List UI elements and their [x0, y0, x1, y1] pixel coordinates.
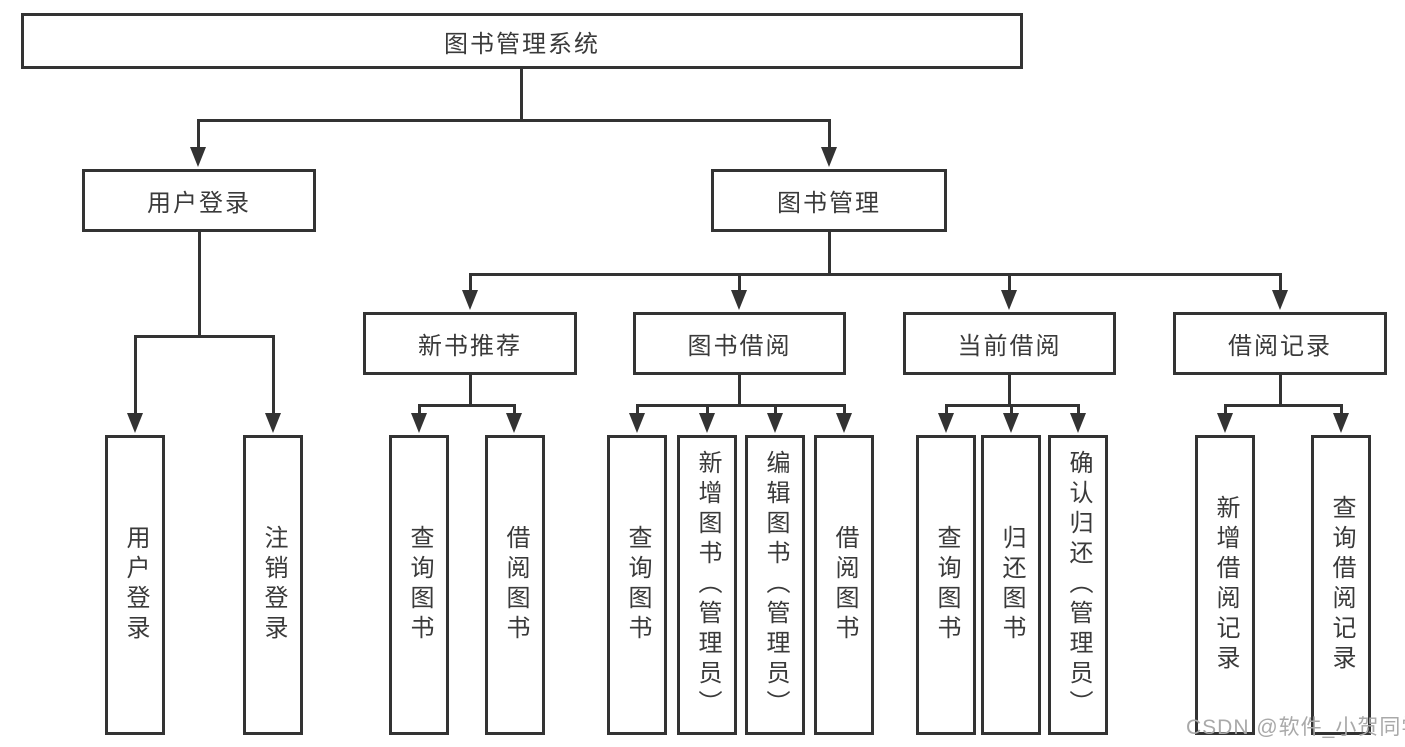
arrow-down-icon — [462, 290, 478, 310]
leaf-confirm-return-admin: 确认归还（管理员） — [1048, 435, 1108, 735]
arrow-down-icon — [731, 290, 747, 310]
arrow-down-icon — [767, 413, 783, 433]
arrow-down-icon — [1333, 413, 1349, 433]
node-current-borrowing: 当前借阅 — [903, 312, 1116, 375]
connector-arrow-shaft — [1339, 404, 1343, 415]
connector-arrow-shaft — [468, 273, 472, 292]
arrow-down-icon — [629, 413, 645, 433]
leaf-query-borrow-record: 查询借阅记录 — [1311, 435, 1371, 735]
connector-arrow-shaft — [271, 335, 275, 415]
connector-hline — [945, 404, 1080, 407]
connector-hline — [134, 335, 275, 338]
arrow-down-icon — [190, 147, 206, 167]
arrow-down-icon — [821, 147, 837, 167]
arrow-down-icon — [1217, 413, 1233, 433]
arrow-down-icon — [127, 413, 143, 433]
arrow-down-icon — [1003, 413, 1019, 433]
arrow-down-icon — [836, 413, 852, 433]
connector-hline — [636, 404, 846, 407]
watermark-text: CSDN @软件_小贺同学 — [1186, 716, 1405, 739]
connector-arrow-shaft — [827, 119, 831, 149]
connector-arrow-shaft — [1076, 404, 1080, 415]
node-user-login: 用户登录 — [82, 169, 316, 232]
node-library-management-system: 图书管理系统 — [21, 13, 1023, 69]
connector-arrow-shaft — [842, 404, 846, 415]
leaf-return-books: 归还图书 — [981, 435, 1041, 735]
connector-vline — [1278, 375, 1282, 407]
connector-arrow-shaft — [944, 404, 948, 415]
connector-arrow-shaft — [133, 335, 137, 415]
connector-arrow-shaft — [417, 404, 421, 415]
connector-arrow-shaft — [737, 273, 741, 292]
connector-vline — [519, 69, 523, 122]
connector-arrow-shaft — [1009, 404, 1013, 415]
arrow-down-icon — [938, 413, 954, 433]
connector-arrow-shaft — [705, 404, 709, 415]
arrow-down-icon — [265, 413, 281, 433]
arrow-down-icon — [506, 413, 522, 433]
arrow-down-icon — [1272, 290, 1288, 310]
arrow-down-icon — [1070, 413, 1086, 433]
leaf-query-books-borrowing: 查询图书 — [607, 435, 667, 735]
connector-hline — [469, 273, 1282, 276]
leaf-query-books-current: 查询图书 — [916, 435, 976, 735]
connector-arrow-shaft — [635, 404, 639, 415]
connector-vline — [737, 375, 741, 407]
connector-vline — [827, 232, 831, 276]
connector-arrow-shaft — [1278, 273, 1282, 292]
connector-hline — [418, 404, 516, 407]
node-new-book-recommendation: 新书推荐 — [363, 312, 577, 375]
connector-vline — [468, 375, 472, 407]
arrow-down-icon — [699, 413, 715, 433]
leaf-borrow-books-borrowing: 借阅图书 — [814, 435, 874, 735]
leaf-query-books-recommend: 查询图书 — [389, 435, 449, 735]
connector-hline — [1224, 404, 1343, 407]
leaf-add-books-admin: 新增图书（管理员） — [677, 435, 737, 735]
leaf-user-login: 用户登录 — [105, 435, 165, 735]
connector-arrow-shaft — [773, 404, 777, 415]
arrow-down-icon — [1001, 290, 1017, 310]
leaf-edit-books-admin: 编辑图书（管理员） — [745, 435, 805, 735]
leaf-logout: 注销登录 — [243, 435, 303, 735]
connector-vline — [1007, 375, 1011, 407]
node-book-borrowing: 图书借阅 — [633, 312, 846, 375]
leaf-borrow-books-recommend: 借阅图书 — [485, 435, 545, 735]
connector-arrow-shaft — [512, 404, 516, 415]
connector-vline — [197, 232, 201, 338]
node-book-management: 图书管理 — [711, 169, 947, 232]
leaf-add-borrow-record: 新增借阅记录 — [1195, 435, 1255, 735]
connector-arrow-shaft — [196, 119, 200, 149]
connector-arrow-shaft — [1223, 404, 1227, 415]
connector-arrow-shaft — [1007, 273, 1011, 292]
node-borrowing-records: 借阅记录 — [1173, 312, 1387, 375]
connector-hline — [198, 119, 831, 122]
arrow-down-icon — [411, 413, 427, 433]
